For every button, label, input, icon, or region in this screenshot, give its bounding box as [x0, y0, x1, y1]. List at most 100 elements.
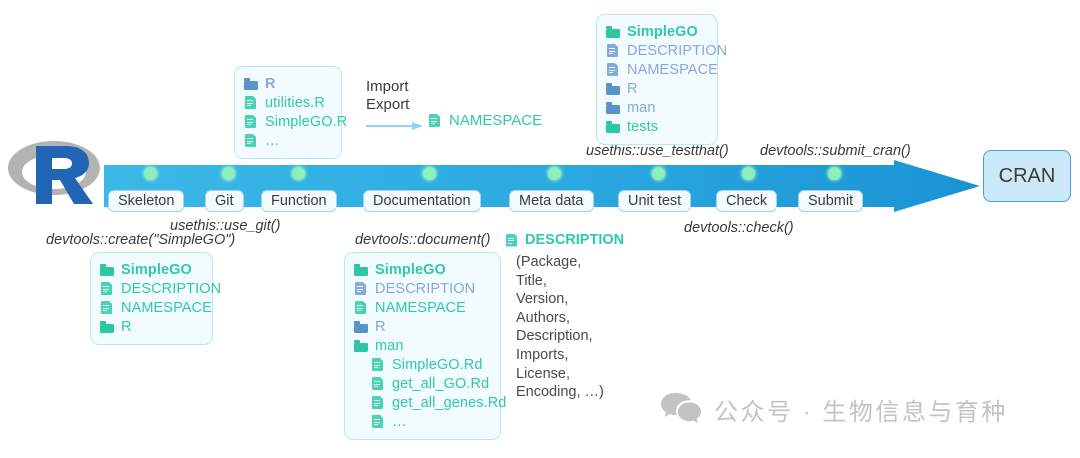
tree-row-label: DESCRIPTION — [121, 280, 222, 297]
tree-row: utilities.R — [244, 93, 331, 112]
tree-row: SimpleGO.R — [244, 112, 347, 131]
description-detail: DESCRIPTION (Package, Title, Version, Au… — [505, 232, 625, 402]
tree-row: R — [606, 79, 707, 98]
stage-pill-documentation[interactable]: Documentation — [363, 190, 481, 212]
folder-icon — [354, 338, 369, 353]
file-icon — [371, 395, 386, 410]
tree-row: NAMESPACE — [354, 298, 490, 317]
import-export-block: Import Export NAMESPACE — [366, 78, 556, 138]
timeline-dot — [652, 167, 665, 180]
tree-row: tests — [606, 117, 707, 136]
tree-row: get_all_GO.Rd — [354, 374, 490, 393]
wechat-watermark: 公众号 · 生物信息与育种 — [660, 390, 1008, 429]
tree-row-label: SimpleGO.Rd — [392, 356, 483, 373]
folder-icon — [354, 262, 369, 277]
tree-row-label: man — [627, 99, 656, 116]
file-icon — [606, 43, 621, 58]
file-icon — [606, 62, 621, 77]
tree-row-label: R — [375, 318, 386, 335]
tree-row: R — [354, 317, 490, 336]
tree-row-label: R — [627, 80, 638, 97]
tree-row-label: DESCRIPTION — [375, 280, 476, 297]
namespace-label: NAMESPACE — [449, 112, 543, 129]
tree-row-label: SimpleGO — [121, 261, 192, 278]
tree-row: man — [354, 336, 490, 355]
tree-row-label: NAMESPACE — [121, 299, 212, 316]
stage-pill-skeleton[interactable]: Skeleton — [108, 190, 185, 212]
file-icon — [100, 300, 115, 315]
stage-pill-submit[interactable]: Submit — [798, 190, 864, 212]
tree-row-label: get_all_genes.Rd — [392, 394, 507, 411]
stage-pill-check[interactable]: Check — [716, 190, 778, 212]
file-icon — [244, 95, 259, 110]
description-detail-header: DESCRIPTION — [505, 232, 625, 248]
export-label: Export — [366, 96, 410, 113]
skeleton-tree: SimpleGO DESCRIPTION NAMESPACE R — [90, 252, 221, 345]
tree-row-label: utilities.R — [265, 94, 325, 111]
timeline-dot — [742, 167, 755, 180]
file-icon — [244, 133, 259, 148]
description-detail-title: DESCRIPTION — [525, 232, 625, 248]
file-icon — [354, 281, 369, 296]
file-icon — [505, 233, 520, 248]
tree-row: DESCRIPTION — [354, 279, 490, 298]
tree-row: DESCRIPTION — [100, 279, 221, 298]
tree-row-label: DESCRIPTION — [627, 42, 728, 59]
tree-row: SimpleGO — [606, 22, 707, 41]
namespace-target: NAMESPACE — [428, 112, 542, 129]
file-icon — [354, 300, 369, 315]
stage-pill-function[interactable]: Function — [261, 190, 337, 212]
tree-row: man — [606, 98, 707, 117]
tree-row: get_all_genes.Rd — [354, 393, 506, 412]
tree-row-label: man — [375, 337, 404, 354]
annotation-devtools-document: devtools::document() — [355, 232, 491, 248]
folder-icon — [606, 119, 621, 134]
file-icon — [244, 114, 259, 129]
tree-row-label: SimpleGO — [627, 23, 698, 40]
cran-destination-box[interactable]: CRAN — [983, 150, 1071, 202]
tree-row: SimpleGO — [354, 260, 490, 279]
tree-row-label: NAMESPACE — [627, 61, 718, 78]
annotation-devtools-check: devtools::check() — [684, 220, 794, 236]
tree-row: R — [244, 74, 331, 93]
tree-row-label: … — [392, 413, 407, 430]
tree-row: NAMESPACE — [100, 298, 212, 317]
file-icon — [428, 113, 443, 128]
tree-row-label: SimpleGO.R — [265, 113, 348, 130]
stage-pill-meta-data[interactable]: Meta data — [509, 190, 594, 212]
tree-row-label: R — [121, 318, 132, 335]
tree-row-label: NAMESPACE — [375, 299, 466, 316]
tree-row-label: … — [265, 132, 280, 149]
r-logo — [6, 138, 102, 206]
folder-icon — [100, 262, 115, 277]
tree-row: … — [354, 412, 490, 431]
annotation-usethis-use-testthat: usethis::use_testthat() — [586, 143, 729, 159]
timeline-dot — [828, 167, 841, 180]
tree-row: R — [100, 317, 202, 336]
tree-row: SimpleGO.Rd — [354, 355, 490, 374]
folder-icon — [100, 319, 115, 334]
import-label: Import — [366, 78, 409, 95]
timeline-dot — [423, 167, 436, 180]
folder-icon — [244, 76, 259, 91]
tree-row: DESCRIPTION — [606, 41, 727, 60]
stage-pill-git[interactable]: Git — [205, 190, 244, 212]
folder-icon — [606, 24, 621, 39]
wechat-icon — [660, 390, 702, 429]
folder-icon — [606, 81, 621, 96]
tree-row-label: get_all_GO.Rd — [392, 375, 490, 392]
file-icon — [371, 357, 386, 372]
folder-icon — [354, 319, 369, 334]
tree-row-label: SimpleGO — [375, 261, 446, 278]
description-fields: (Package, Title, Version, Authors, Descr… — [516, 254, 604, 401]
tree-row: NAMESPACE — [606, 60, 718, 79]
timeline-dot — [292, 167, 305, 180]
annotation-usethis-use-git: usethis::use_git() — [170, 218, 281, 234]
watermark-text: 公众号 · 生物信息与育种 — [714, 399, 1008, 426]
stage-pill-unit-test[interactable]: Unit test — [618, 190, 692, 212]
file-icon — [100, 281, 115, 296]
